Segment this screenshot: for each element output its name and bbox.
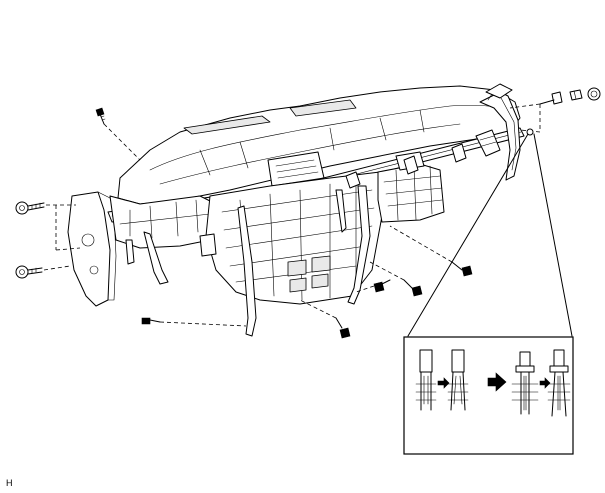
upper-right-cover	[485, 83, 513, 99]
bolt-top-left	[95, 107, 106, 125]
left-bracket-hole	[89, 265, 99, 275]
bolt-right-lower	[403, 279, 423, 297]
clip-step-3	[511, 351, 539, 415]
bolt-far-right	[451, 261, 473, 277]
leader-line	[103, 123, 141, 161]
bolt-bottom-left	[141, 317, 161, 325]
duct-contour-line	[199, 109, 425, 176]
fasteners	[15, 87, 601, 339]
bolt-left-washer	[15, 201, 45, 215]
leader-line	[389, 225, 453, 263]
top-right-fastener-set	[539, 87, 601, 105]
duct-contour-line	[159, 123, 461, 185]
left-duct-detail	[119, 199, 211, 239]
figure-code-label: H	[6, 478, 13, 488]
center-bracket-opening	[289, 277, 307, 293]
callout-line	[407, 133, 529, 337]
leader-line	[43, 265, 71, 271]
center-register-louver	[275, 159, 319, 179]
center-right-brace-2	[335, 189, 347, 233]
arrow-small-icon	[539, 377, 551, 389]
center-left-brace	[237, 205, 257, 337]
bolt-bottom-center	[335, 317, 351, 339]
right-end-clip	[475, 129, 501, 157]
right-bracket-flange	[487, 93, 517, 171]
center-bracket-opening	[311, 255, 331, 273]
clip-step-1	[415, 349, 437, 411]
clip-step-4	[547, 349, 571, 417]
center-right-brace	[347, 185, 371, 305]
beam-clip	[345, 171, 361, 189]
leader-line	[369, 261, 405, 281]
arrow-large-icon	[487, 372, 507, 392]
clip-removal-inset	[403, 336, 574, 455]
leader-line	[355, 285, 375, 293]
leader-line	[509, 103, 541, 109]
defroster-slot	[183, 115, 271, 135]
callout-origin	[526, 128, 534, 136]
center-bracket-opening	[311, 273, 329, 289]
beam-clip	[451, 143, 467, 163]
nut-left-bottom	[15, 265, 43, 279]
arrow-small-icon	[437, 377, 450, 389]
center-bracket-opening	[287, 259, 307, 277]
right-end-clip-detail	[479, 135, 497, 147]
beam-clip	[403, 155, 419, 175]
blower-detail	[383, 165, 443, 221]
duct-contour-line	[149, 104, 511, 171]
left-side-bracket	[67, 191, 111, 307]
bolt-center-right	[373, 279, 391, 293]
instrument-panel-reinforcement-assembly	[67, 83, 525, 337]
hvac-side-box	[199, 233, 217, 257]
hvac-panel-grid	[221, 189, 375, 283]
left-bracket-hole	[81, 233, 95, 247]
callout-line	[533, 133, 573, 337]
center-vent-slot	[289, 99, 357, 117]
left-lower-brace	[143, 231, 169, 285]
upper-duct-body	[117, 85, 521, 205]
leader-line	[159, 321, 247, 327]
left-lower-brace-2	[125, 239, 135, 265]
clip-step-2	[447, 349, 469, 411]
